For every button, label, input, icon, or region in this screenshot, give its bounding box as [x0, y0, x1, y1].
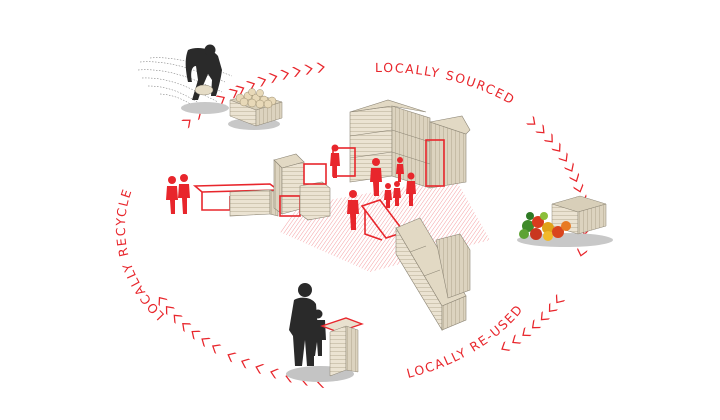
chevron-arrow-icon	[191, 111, 202, 121]
chevron-arrow-icon	[540, 311, 550, 321]
chevron-arrow-icon	[522, 326, 532, 337]
chevron-arrow-icon	[543, 133, 553, 143]
chevron-arrow-icon	[316, 62, 325, 73]
chevron-arrow-icon	[201, 337, 211, 348]
chevron-arrow-icon	[165, 305, 175, 316]
chevron-arrow-icon	[577, 247, 588, 257]
front-crate-run	[360, 199, 471, 332]
chevron-arrow-icon	[182, 323, 192, 333]
chevron-arrow-icon	[173, 314, 183, 324]
chevron-arrow-icon	[158, 296, 168, 307]
chevron-arrow-icon	[245, 80, 256, 92]
chevron-arrow-icon	[555, 293, 566, 304]
chevron-arrow-icon	[535, 124, 545, 134]
chevron-arrow-icon	[211, 344, 222, 354]
chevron-arrow-icon	[270, 368, 280, 379]
chevron-arrow-icon	[564, 162, 574, 172]
chevron-arrow-icon	[501, 341, 511, 351]
farmer-harvesting-icon	[137, 44, 233, 115]
left-crate-stack	[273, 153, 331, 221]
chevron-arrow-icon	[512, 334, 522, 344]
chevron-arrow-icon	[569, 172, 580, 183]
chevron-arrow-icon	[280, 69, 290, 80]
chevron-arrow-icon	[551, 142, 561, 152]
chevron-arrow-icon	[531, 319, 542, 329]
chevron-arrow-icon	[191, 330, 201, 340]
chevron-arrow-icon	[256, 76, 267, 87]
chevron-arrow-icon	[268, 73, 278, 84]
left-counter	[192, 183, 281, 217]
chevron-arrow-icon	[255, 363, 265, 375]
label-locally-sourced: LOCALLY SOURCED	[375, 60, 518, 108]
chevron-arrow-icon	[573, 183, 584, 193]
chevron-arrow-icon	[558, 152, 568, 162]
produce-crate-icon	[517, 195, 613, 247]
chevron-arrow-icon	[215, 95, 225, 106]
market-installation-icon	[166, 99, 490, 332]
chevron-arrow-icon	[548, 302, 558, 313]
chevron-arrow-icon	[228, 88, 238, 99]
chevron-arrow-icon	[241, 358, 251, 369]
chevron-arrow-icon	[181, 119, 191, 129]
customer-at-stand-icon	[286, 283, 364, 382]
chevron-arrow-icon	[526, 115, 536, 125]
chevron-arrow-icon	[304, 64, 313, 75]
back-shelving	[332, 99, 471, 189]
visitor-silhouettes	[166, 144, 416, 230]
chevron-arrow-icon	[291, 66, 301, 78]
chevron-arrow-icon	[235, 85, 245, 96]
harvest-crate-icon	[228, 88, 283, 130]
chevron-arrow-icon	[227, 352, 237, 363]
label-locally-recycled: LOCALLY RECYCLED	[0, 0, 167, 323]
